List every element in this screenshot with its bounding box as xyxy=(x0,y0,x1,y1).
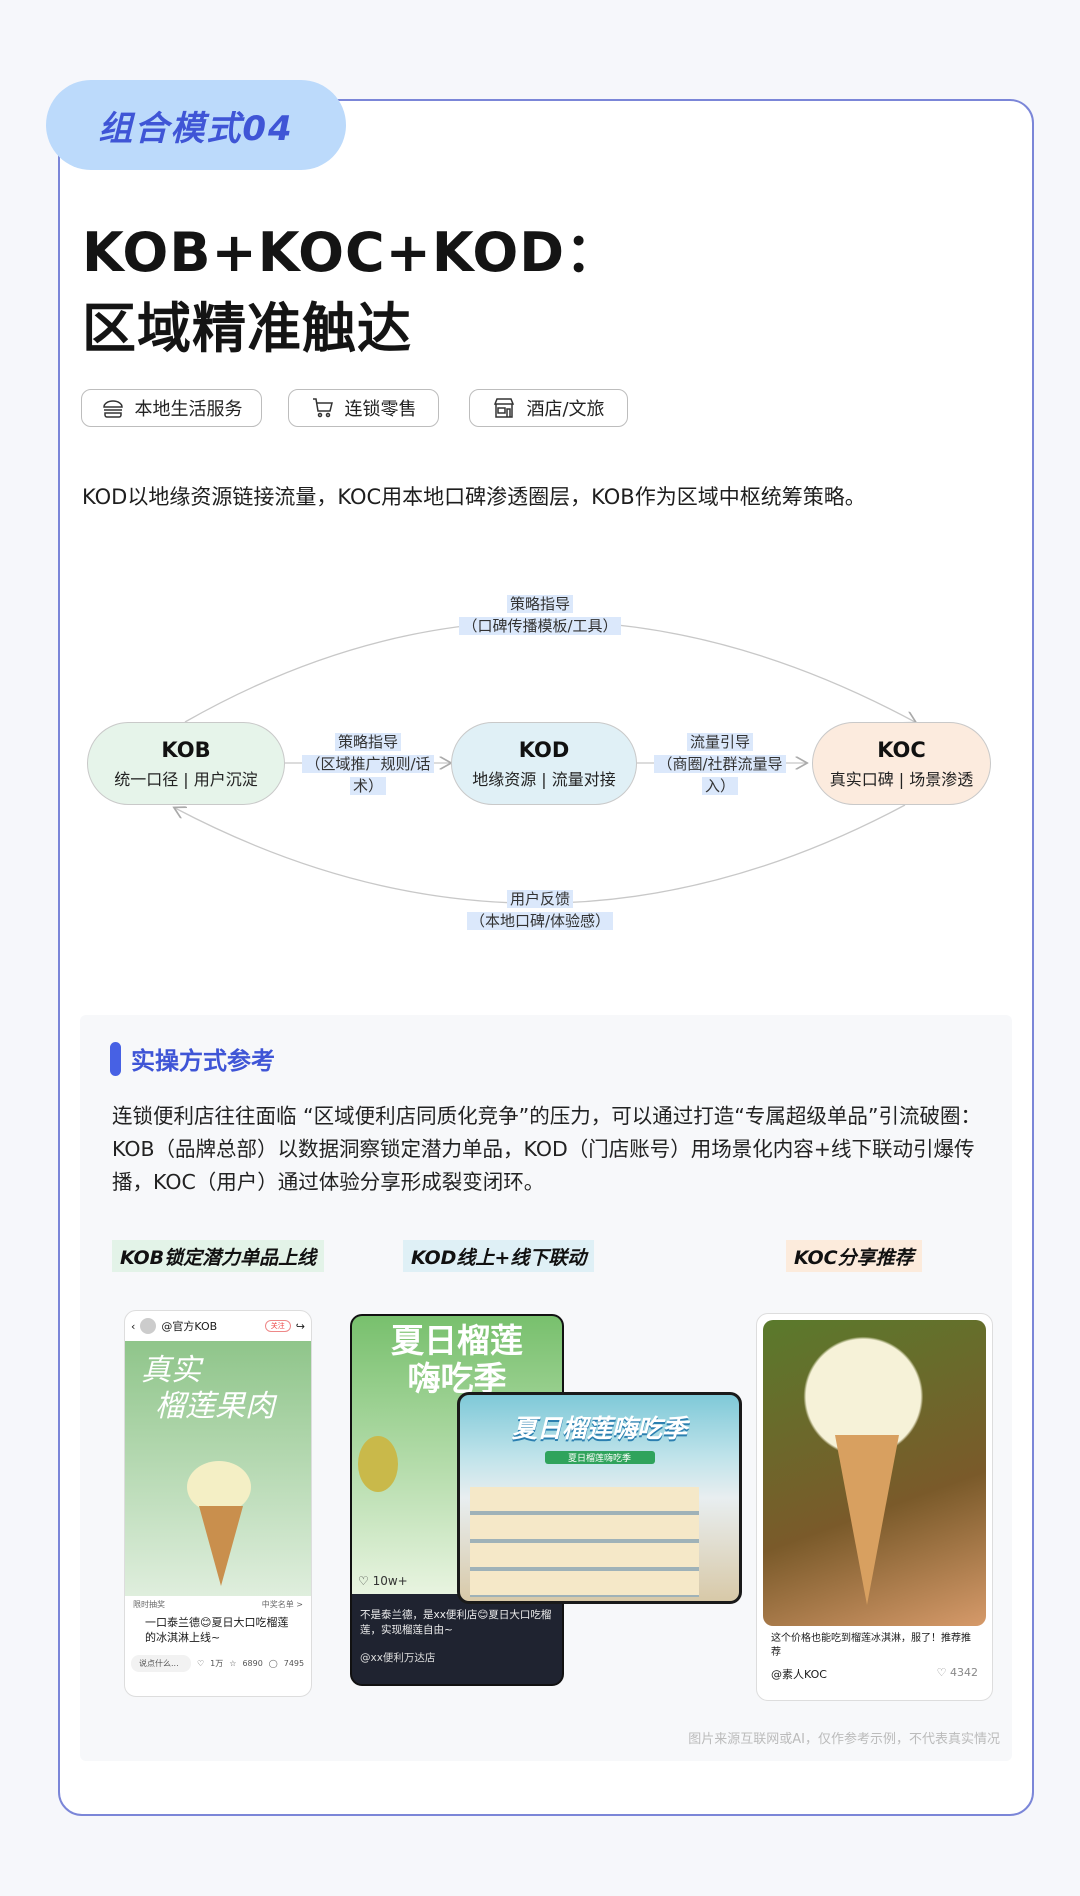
tag-label: 本地生活服务 xyxy=(134,399,243,420)
edge-label-line: 策略指导 xyxy=(334,733,401,751)
edge-label-line: 流量引导 xyxy=(686,733,753,751)
tag-label: 连锁零售 xyxy=(344,399,417,420)
post-footer: @素人KOC ♡ 4342 xyxy=(757,1660,992,1688)
node-kod: KOD 地缘资源 | 流量对接 xyxy=(451,722,637,805)
account-name: @素人KOC xyxy=(771,1668,827,1681)
node-kob: KOB 统一口径 | 用户沉淀 xyxy=(87,722,285,805)
like-icon[interactable]: ♡ xyxy=(358,1574,373,1588)
store-shelves xyxy=(470,1487,699,1597)
art-line: 真实 xyxy=(141,1353,201,1388)
like-icon[interactable]: ♡ xyxy=(197,1659,205,1668)
like-count: 4342 xyxy=(950,1666,978,1679)
comment-input[interactable]: 说点什么... xyxy=(131,1655,191,1672)
practice-heading: 实操方式参考 xyxy=(110,1041,275,1076)
column-label-koc: KOC分享推荐 xyxy=(786,1240,922,1272)
overlay-title: 夏日榴莲嗨吃季 xyxy=(511,1414,687,1443)
cone xyxy=(835,1435,899,1605)
edge-label-line: （区域推广规则/话 xyxy=(302,755,434,773)
edge-label-line: （本地口碑/体验感） xyxy=(466,912,614,930)
post-header: ‹ @官方KOB 关注 ↪ xyxy=(125,1311,311,1341)
star-count: 6890 xyxy=(242,1659,263,1668)
mode-badge: 组合模式04 xyxy=(46,80,346,170)
node-desc: 真实口碑 | 场景渗透 xyxy=(829,769,974,789)
tag-label: 酒店/文旅 xyxy=(526,399,605,420)
column-label-kob: KOB锁定潜力单品上线 xyxy=(112,1240,325,1272)
page-subtitle: 区域精准触达 xyxy=(82,297,412,360)
node-name: KOD xyxy=(518,737,570,762)
node-desc: 地缘资源 | 流量对接 xyxy=(472,769,616,789)
like-icon[interactable]: ♡ xyxy=(936,1666,950,1679)
like-count: 1万 xyxy=(210,1659,224,1668)
kob-post-image: 真实榴莲果肉 xyxy=(125,1341,311,1596)
edge-label-top: 策略指导 （口碑传播模板/工具） xyxy=(440,593,640,637)
edge-label-bottom: 用户反馈 （本地口碑/体验感） xyxy=(440,888,640,932)
promo-bar: 限时抽奖 中奖名单 > xyxy=(125,1596,311,1613)
post-caption: 一口泰兰德😊夏日大口吃榴莲的冰淇淋上线~ xyxy=(145,1616,289,1644)
durian-image xyxy=(358,1436,398,1492)
star-icon[interactable]: ☆ xyxy=(229,1659,237,1668)
comment-count: 7495 xyxy=(283,1659,305,1668)
intro-text: KOD以地缘资源链接流量，KOC用本地口碑渗透圈层，KOB作为区域中枢统筹策略。 xyxy=(82,485,866,509)
tag-chain-retail: 连锁零售 xyxy=(288,389,439,427)
post-caption: 这个价格也能吃到榴莲冰淇淋，服了！推荐推荐 xyxy=(771,1633,971,1658)
column-label-kod: KOD线上+线下联动 xyxy=(403,1240,595,1272)
edge-label-line: （口碑传播模板/工具） xyxy=(459,617,621,635)
back-icon[interactable]: ‹ xyxy=(131,1319,136,1333)
store-scene-overlay: 夏日榴莲嗨吃季 夏日榴莲嗨吃季 xyxy=(457,1392,742,1604)
comment-icon[interactable]: ◯ xyxy=(268,1659,278,1668)
edge-label-kod-koc: 流量引导 （商圈/社群流量导入） xyxy=(640,731,800,797)
disclaimer: 图片来源互联网或AI，仅作参考示例，不代表真实情况 xyxy=(688,1732,1000,1747)
koc-post-mockup: 这个价格也能吃到榴莲冰淇淋，服了！推荐推荐 @素人KOC ♡ 4342 xyxy=(756,1313,993,1701)
poster-line: 夏日榴莲 xyxy=(391,1321,523,1360)
burger-icon xyxy=(102,400,123,418)
practice-title: 实操方式参考 xyxy=(131,1047,275,1075)
post-actions: 说点什么... ♡ 1万 ☆ 6890 ◯ 7495 xyxy=(125,1647,311,1680)
node-name: KOB xyxy=(161,737,211,762)
art-line: 榴莲果肉 xyxy=(155,1389,275,1424)
follow-button[interactable]: 关注 xyxy=(264,1320,291,1332)
promo-label: 限时抽奖 xyxy=(133,1600,165,1609)
edge-label-line: 用户反馈 xyxy=(506,890,573,908)
edge-label-line: 入） xyxy=(701,777,738,795)
ice-cream-scoop xyxy=(187,1461,251,1513)
edge-label-line: 术） xyxy=(349,777,386,795)
koc-post-image xyxy=(763,1320,986,1626)
node-koc: KOC 真实口碑 | 场景渗透 xyxy=(812,722,991,805)
edge-label-kob-kod: 策略指导 （区域推广规则/话术） xyxy=(283,731,453,797)
diagram-edges xyxy=(0,620,1080,904)
tag-hotel-travel: 酒店/文旅 xyxy=(469,389,628,427)
art-text: 真实榴莲果肉 xyxy=(141,1353,275,1425)
account-name: @官方KOB xyxy=(161,1320,218,1333)
tag-local-life: 本地生活服务 xyxy=(81,389,262,427)
avatar xyxy=(140,1318,157,1334)
edge-label-line: （商圈/社群流量导 xyxy=(654,755,786,773)
cone xyxy=(199,1506,243,1586)
promo-link[interactable]: 中奖名单 > xyxy=(261,1600,303,1609)
edge-label-line: 策略指导 xyxy=(506,595,573,613)
practice-text: 连锁便利店往往面临 “区域便利店同质化竞争”的压力，可以通过打造“专属超级单品”… xyxy=(112,1104,981,1194)
poster-title: 夏日榴莲嗨吃季 xyxy=(352,1316,562,1398)
overlay-sign: 夏日榴莲嗨吃季 xyxy=(544,1451,655,1464)
node-name: KOC xyxy=(877,737,926,762)
store-icon xyxy=(494,398,515,418)
share-icon[interactable]: ↪ xyxy=(295,1319,305,1333)
heading-bar xyxy=(110,1041,121,1076)
poster-likes: ♡ 10w+ xyxy=(358,1574,408,1588)
node-desc: 统一口径 | 用户沉淀 xyxy=(114,769,258,789)
post-caption: 不是泰兰德，是xx便利店😊夏日大口吃榴莲，实现榴莲自由~ xyxy=(360,1609,552,1636)
like-count: 10w+ xyxy=(372,1574,408,1588)
page-title: KOB+KOC+KOD： xyxy=(82,221,621,284)
account-name: @xx便利万达店 xyxy=(360,1652,436,1664)
cart-icon xyxy=(312,398,333,418)
kob-post-mockup: ‹ @官方KOB 关注 ↪ 真实榴莲果肉 限时抽奖 中奖名单 > 一口泰兰德😊夏日… xyxy=(124,1310,312,1697)
poster-line: 嗨吃季 xyxy=(407,1359,507,1398)
